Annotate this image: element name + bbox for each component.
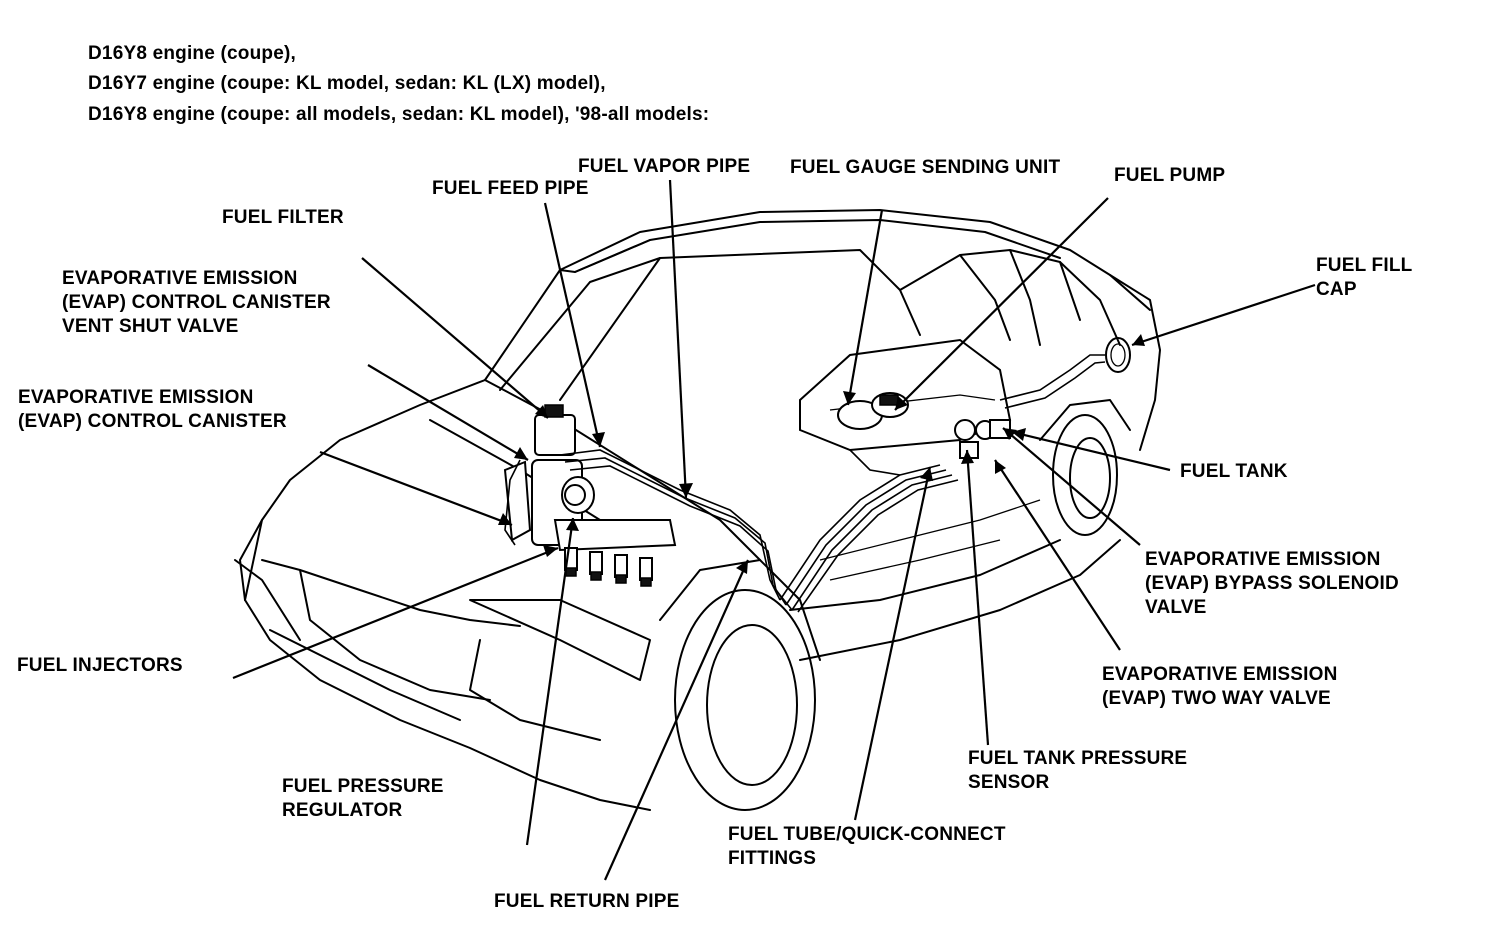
header-line-3: D16Y8 engine (coupe: all models, sedan: … xyxy=(88,104,710,125)
car-body-outline xyxy=(234,209,1161,811)
label-evap-canister: EVAPORATIVE EMISSION (EVAP) CONTROL CANI… xyxy=(18,387,287,432)
leader-arrowheads xyxy=(498,334,1145,574)
fuel-lines xyxy=(504,354,1106,613)
label-evap-vent-shut-valve: EVAPORATIVE EMISSION (EVAP) CONTROL CANI… xyxy=(62,268,331,337)
label-fuel-injectors: FUEL INJECTORS xyxy=(17,655,183,676)
label-fuel-tube-quick-connect: FUEL TUBE/QUICK-CONNECT FITTINGS xyxy=(728,824,1006,869)
label-fuel-gauge-sending-unit: FUEL GAUGE SENDING UNIT xyxy=(790,157,1061,178)
label-fuel-return-pipe: FUEL RETURN PIPE xyxy=(494,891,680,912)
label-evap-two-way-valve: EVAPORATIVE EMISSION (EVAP) TWO WAY VALV… xyxy=(1102,664,1338,709)
header-line-2: D16Y7 engine (coupe: KL model, sedan: KL… xyxy=(88,73,606,94)
label-fuel-fill-cap: FUEL FILL CAP xyxy=(1316,255,1413,300)
label-fuel-feed-pipe: FUEL FEED PIPE xyxy=(432,178,589,199)
header-line-1: D16Y8 engine (coupe), xyxy=(88,43,296,64)
label-fuel-tank-pressure-sensor: FUEL TANK PRESSURE SENSOR xyxy=(968,748,1188,793)
label-fuel-pressure-regulator: FUEL PRESSURE REGULATOR xyxy=(282,776,444,821)
tank-components xyxy=(799,338,1012,459)
label-fuel-pump: FUEL PUMP xyxy=(1114,165,1226,186)
leader-lines xyxy=(232,179,1316,881)
label-fuel-tank: FUEL TANK xyxy=(1180,461,1288,482)
label-evap-bypass-solenoid-valve: EVAPORATIVE EMISSION (EVAP) BYPASS SOLEN… xyxy=(1145,549,1399,618)
label-fuel-filter: FUEL FILTER xyxy=(222,207,344,228)
engine-components xyxy=(503,404,677,587)
label-fuel-vapor-pipe: FUEL VAPOR PIPE xyxy=(578,156,751,177)
